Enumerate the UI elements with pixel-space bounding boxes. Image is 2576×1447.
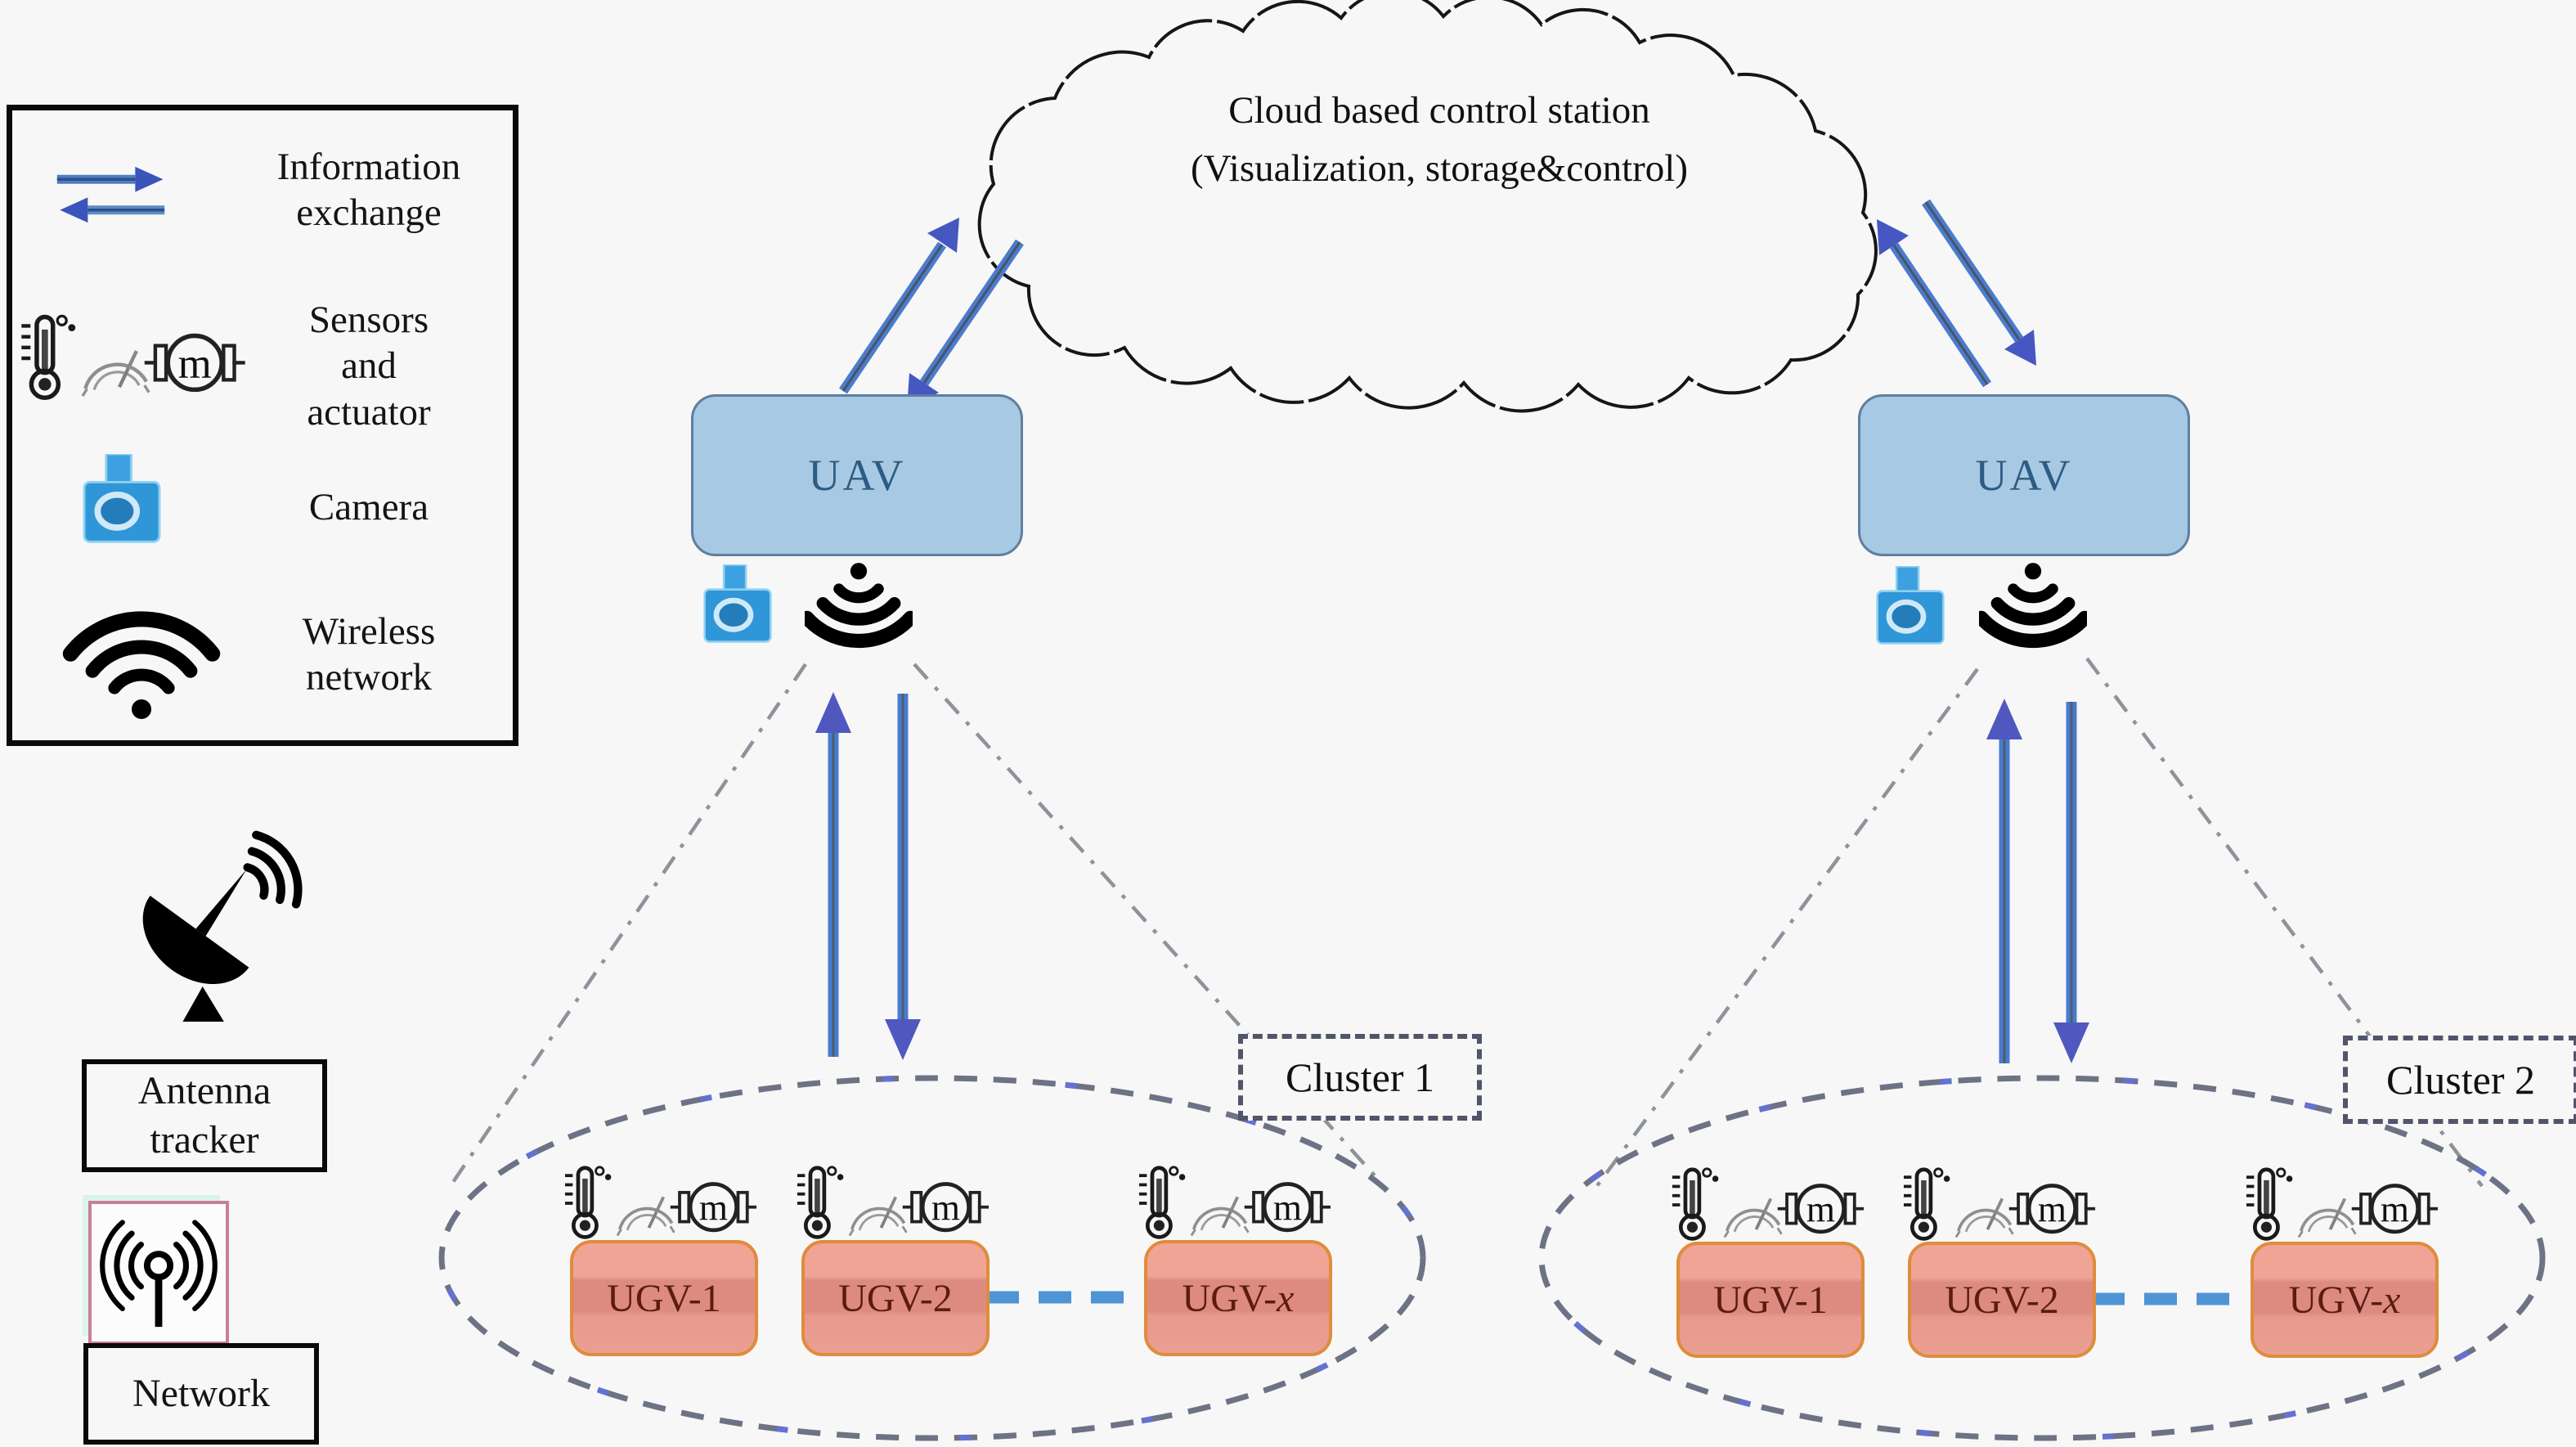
legend-label-camera: Camera — [308, 485, 429, 528]
legend-panel: Information exchange Sensors and actuato… — [7, 105, 518, 746]
cluster-1-ellipse — [438, 1075, 1426, 1441]
uav-left-label: UAV — [808, 451, 906, 500]
network-icon-box — [88, 1201, 229, 1345]
cluster-2-ugv-x-box: UGV-x — [2251, 1242, 2439, 1358]
legend-sensors-actuator-icon — [19, 313, 248, 403]
information-exchange-icon — [56, 166, 165, 223]
cluster-2-ellipse — [1538, 1075, 2546, 1441]
left-uav-wifi-icon — [807, 563, 911, 640]
left-uav-cluster-arrows — [815, 692, 921, 1060]
cluster-1-ugv-x-box: UGV-x — [1144, 1240, 1332, 1356]
sensors-set-c2-ugv2 — [1904, 1169, 2095, 1239]
legend-wifi-icon — [60, 595, 223, 721]
cluster-1-ugv-1-box: UGV-1 — [570, 1240, 758, 1356]
cluster-2-ugv-2-box: UGV-2 — [1908, 1242, 2096, 1358]
sensors-set-c1-ugvx — [1139, 1167, 1331, 1238]
cluster-2-ugv-1-box: UGV-1 — [1676, 1242, 1865, 1358]
uav-left-box: UAV — [691, 394, 1023, 556]
sensors-set-c2-ugvx — [2246, 1169, 2438, 1239]
sensors-set-c1-ugv2 — [797, 1167, 989, 1238]
antenna-tracker-icon — [123, 833, 298, 1022]
cluster-1-label-box: Cluster 1 — [1238, 1034, 1482, 1121]
right-coverage-cone — [1592, 657, 2484, 1192]
cloud-control-station-label: Cloud based control station (Visualizati… — [1191, 89, 1688, 190]
left-uav-camera-icon — [705, 564, 771, 641]
antenna-tracker-label-box: Antenna tracker — [82, 1059, 327, 1172]
left-coverage-cone — [450, 663, 1382, 1186]
right-uav-wifi-icon — [1981, 563, 2085, 640]
legend-camera-icon — [83, 454, 161, 546]
uav-right-label: UAV — [1975, 451, 2073, 500]
legend-label-sensors-actuator: Sensors and actuator — [307, 298, 431, 434]
cloud-outline — [977, 0, 1878, 413]
legend-label-information-exchange: Information exchange — [276, 145, 461, 234]
right-uav-camera-icon — [1878, 566, 1944, 643]
right-uav-cluster-arrows — [1986, 699, 2089, 1063]
cluster-1-ugv-2-box: UGV-2 — [801, 1240, 990, 1356]
sensors-set-c1-ugv1 — [565, 1167, 756, 1238]
network-label-box: Network — [83, 1343, 319, 1445]
cluster-2-label-box: Cluster 2 — [2343, 1036, 2576, 1124]
legend-label-wireless-network: Wireless network — [302, 609, 436, 699]
network-icon — [97, 1211, 220, 1334]
right-uav-cloud-arrows — [1877, 199, 2036, 388]
sensors-set-c2-ugv1 — [1672, 1169, 1864, 1239]
uav-right-box: UAV — [1858, 394, 2190, 556]
